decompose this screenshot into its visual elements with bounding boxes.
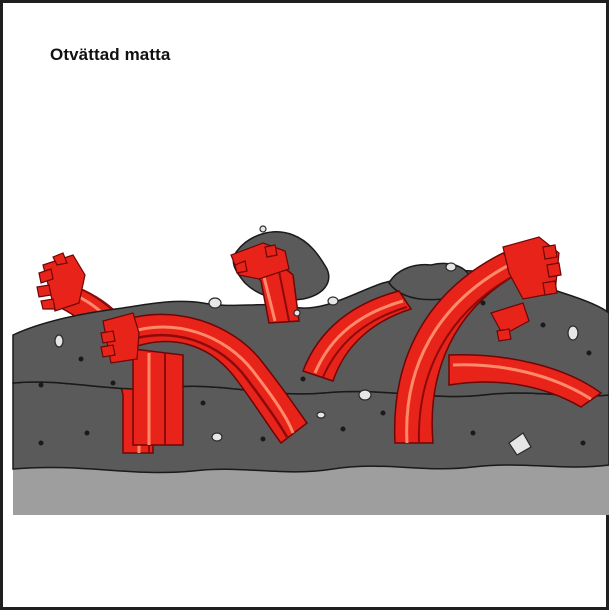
dirty-carpet-illustration bbox=[3, 3, 609, 613]
dirt-layer-lower bbox=[13, 382, 609, 473]
fiber-tip-front-left bbox=[101, 313, 139, 363]
fiber-tip-back-left bbox=[37, 253, 85, 311]
